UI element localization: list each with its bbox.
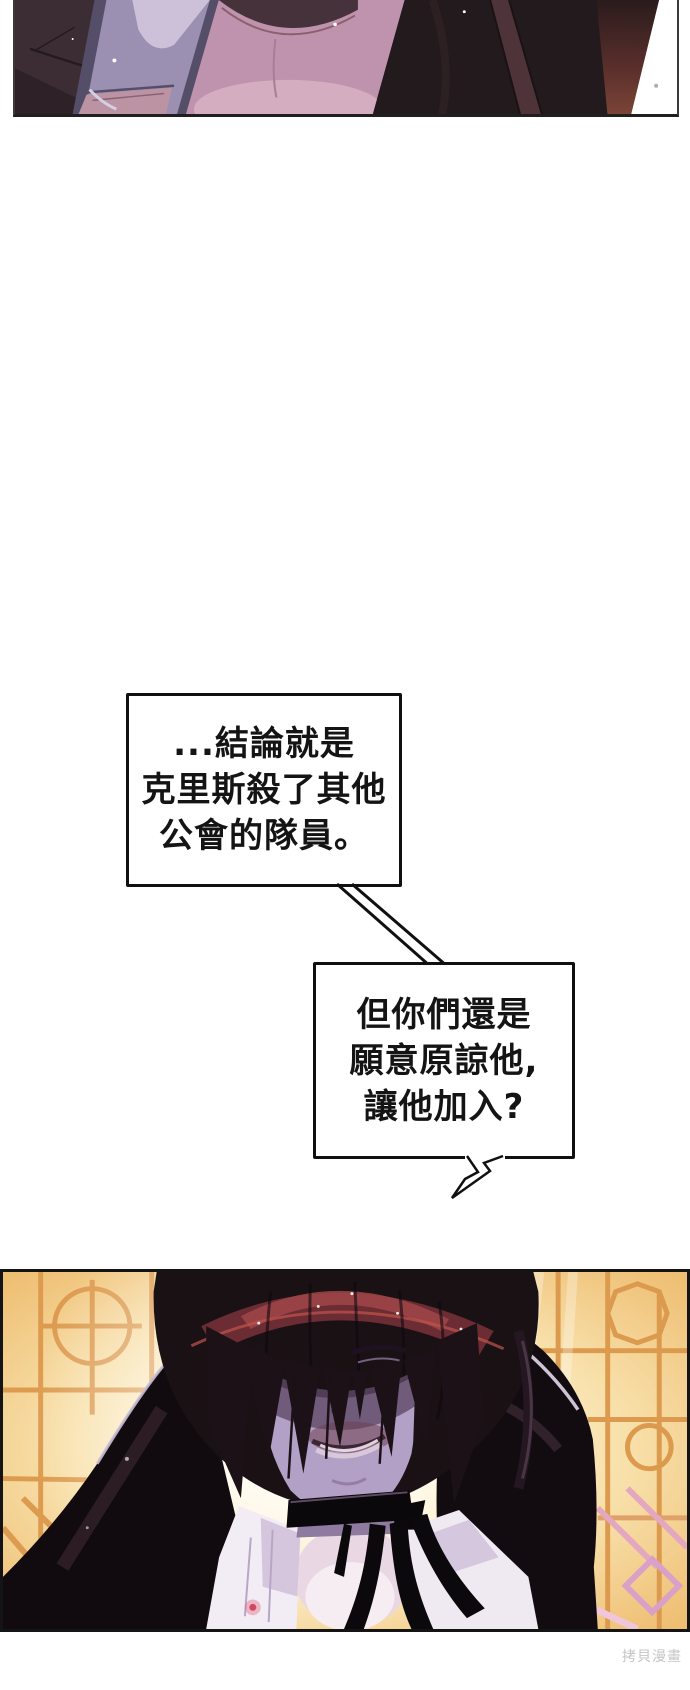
panel-corner-white [631,0,677,114]
top-panel [13,0,679,117]
speech-text-line: ...結論就是 [173,724,355,764]
speech-bubble-1: ...結論就是 克里斯殺了其他 公會的隊員。 [126,693,402,887]
speech-text-line: 公會的隊員。 [159,816,369,856]
coat-left [3,1348,242,1629]
speech-text-line: 願意原諒他, [349,1040,539,1081]
closed-eye [351,1344,407,1355]
speech-text-line: 讓他加入? [363,1086,525,1127]
sparkle-dots [71,10,659,88]
lattice-right [538,1272,687,1629]
bottom-panel [0,1269,690,1632]
top-panel-art [15,0,677,114]
hair-bangs [206,1323,534,1504]
bubble-tail [450,1154,505,1200]
hair-sparkles [257,1292,463,1331]
right-dark-mass [372,0,677,114]
red-spark [244,1599,261,1616]
pink-fabric [177,0,405,114]
purple-blade-object [72,0,219,114]
speech-text-line: 克里斯殺了其他 [141,770,387,810]
bottom-panel-art [3,1272,687,1629]
mouth-smirk [311,1434,386,1451]
speech-text-line: 但你們還是 [356,994,532,1035]
watermark: 拷貝漫畫 [622,1649,682,1665]
ribbon-strands [334,1513,485,1629]
speech-connector [336,882,448,968]
speech-bubble-2: 但你們還是 願意原諒他, 讓他加入? [313,962,575,1159]
